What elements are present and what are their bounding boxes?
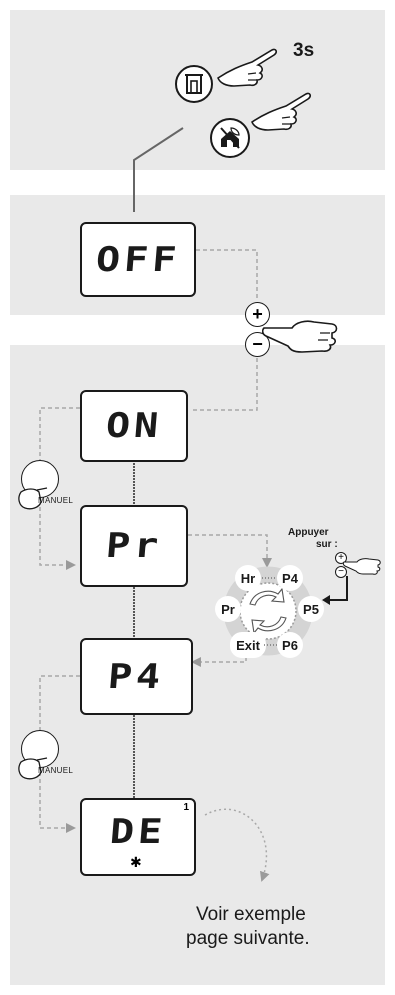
plus-label: + (252, 304, 263, 324)
lcd-de-text: DE (108, 812, 168, 852)
mini-minus-button: − (335, 566, 347, 578)
lcd-p4-text: P4 (106, 656, 167, 697)
mini-plus-label: + (338, 552, 344, 563)
lcd-off: OFF (80, 222, 196, 297)
mini-minus-label: − (338, 566, 344, 577)
plus-button[interactable]: + (245, 302, 270, 327)
lcd-pr-text: Pr (104, 526, 164, 566)
lcd-off-text: OFF (94, 239, 182, 280)
minus-label: − (252, 334, 263, 354)
link-p4-to-manual (39, 675, 80, 732)
ventilation-button[interactable] (210, 118, 250, 158)
manual-label-bottom: MANUEL (38, 766, 74, 775)
pointing-hand-icon (18, 487, 48, 510)
pointing-hand-icon (18, 757, 48, 780)
link-pr-to-menu (188, 534, 272, 568)
instruction-line1: Appuyer (288, 527, 329, 538)
manual-label-top: MANUEL (38, 496, 74, 505)
menu-node-pr: Pr (215, 596, 241, 622)
menu-node-exit: Exit (230, 632, 266, 658)
pointing-hand-icon (251, 92, 311, 131)
return-arrow (328, 576, 348, 601)
lcd-on: ON (80, 390, 188, 462)
lcd-p4: P4 (80, 638, 193, 715)
hold-time-label: 3s (293, 40, 315, 61)
lcd-pr: Pr (80, 505, 188, 587)
link-minus-to-on (190, 358, 258, 411)
link-manual-to-de (39, 772, 76, 833)
minus-button[interactable]: − (245, 332, 270, 357)
house-leaf-icon (220, 127, 240, 149)
link-de-to-note (204, 808, 270, 882)
menu-node-p6: P6 (277, 632, 303, 658)
pointing-hand-icon (262, 320, 338, 353)
lcd-de: DE 1 ✱ (80, 798, 196, 876)
mini-plus-button: + (335, 552, 347, 564)
lcd-de-indicator: 1 (183, 802, 189, 813)
lcd-on-text: ON (104, 406, 164, 446)
link-buttons-to-off (133, 127, 184, 212)
menu-node-hr: Hr (235, 565, 261, 591)
panel-step-2 (10, 195, 385, 315)
snowflake-icon: ✱ (130, 854, 142, 870)
mode-button[interactable] (175, 65, 213, 103)
pointing-hand-icon (217, 48, 277, 87)
link-off-to-plus (196, 249, 258, 300)
menu-node-p5: P5 (298, 596, 324, 622)
link-manual-to-pr (39, 500, 76, 570)
menu-node-p4: P4 (277, 565, 303, 591)
note-line2: page suivante. (186, 928, 310, 949)
link-on-to-manual (39, 407, 80, 460)
instruction-line2: sur : (316, 539, 338, 550)
pointing-hand-icon (343, 558, 381, 575)
house-door-icon (185, 74, 203, 94)
note-line1: Voir exemple (196, 904, 306, 925)
